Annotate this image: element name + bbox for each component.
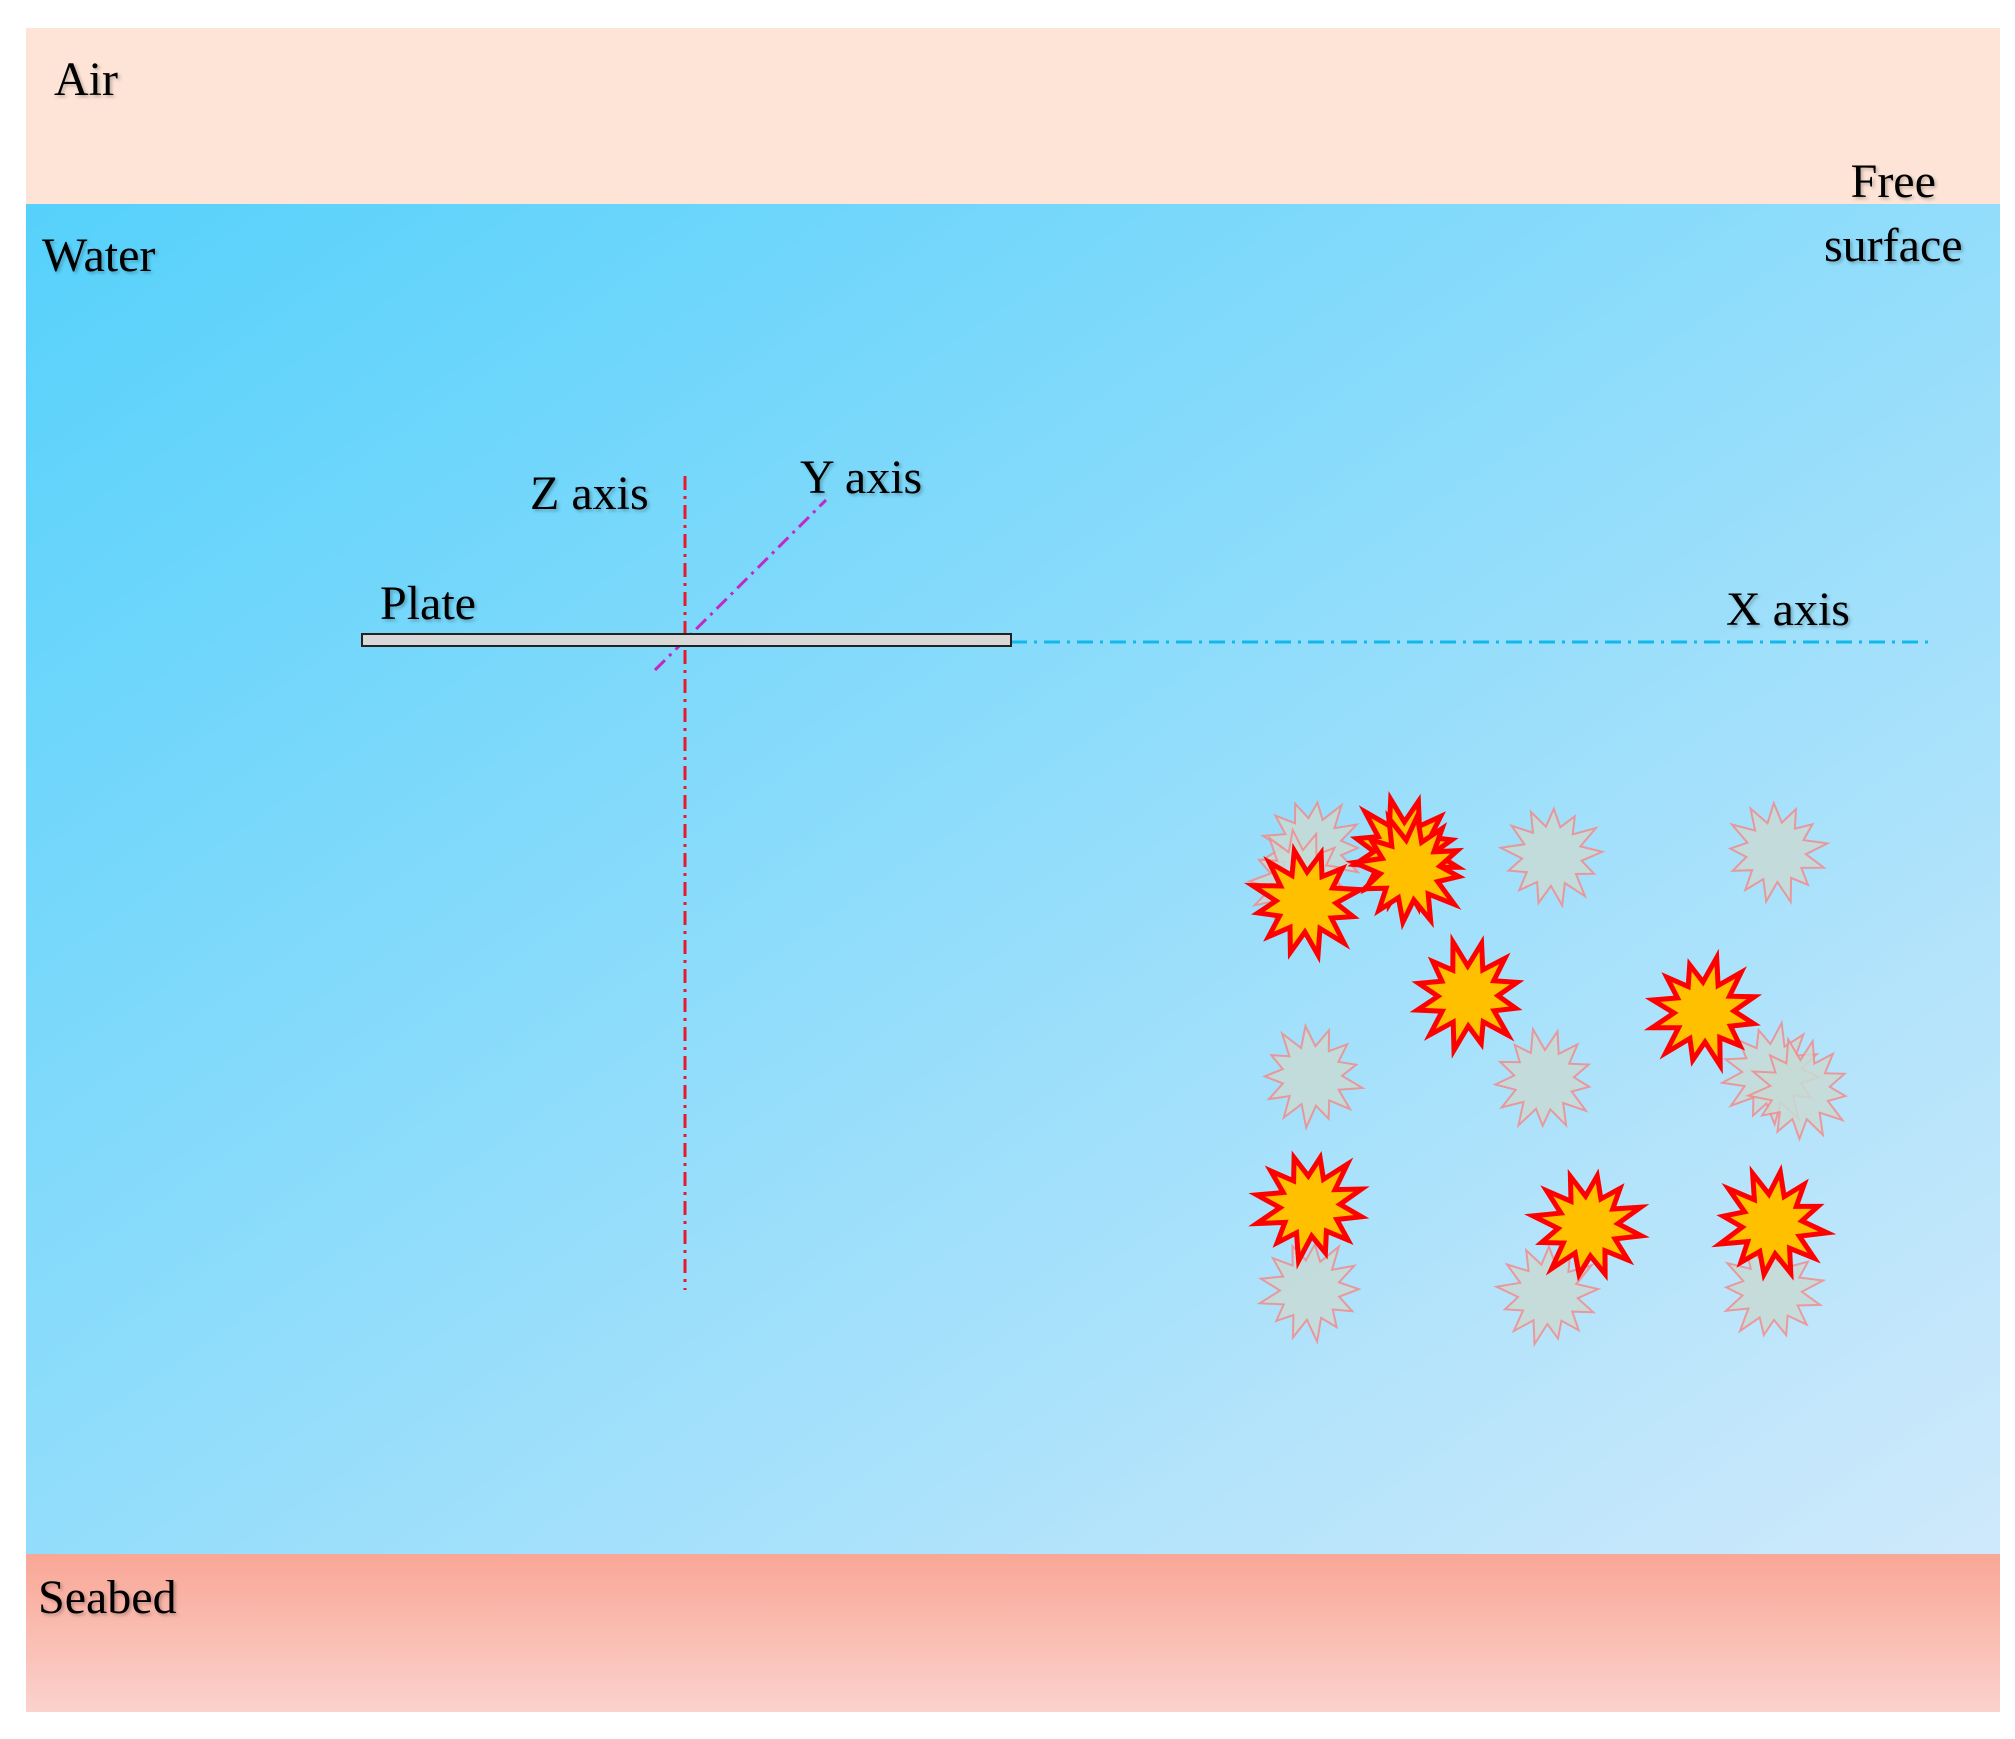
explosion-icon <box>1409 933 1525 1059</box>
x-axis-label: X axis <box>1726 583 1850 636</box>
explosion-icon <box>1345 807 1466 931</box>
explosion-icon <box>1711 1164 1837 1282</box>
ghost-explosion-icon <box>1256 1241 1362 1345</box>
free-surface-label-line1: Free <box>1850 155 1936 208</box>
explosion-icon <box>1643 948 1763 1075</box>
y-axis-label: Y axis <box>800 451 923 504</box>
explosions <box>1243 790 1837 1282</box>
air-layer <box>26 28 2000 204</box>
water-label: Water <box>42 229 156 282</box>
air-label: Air <box>54 53 118 106</box>
ghost-explosions <box>1246 800 1848 1348</box>
z-axis-label: Z axis <box>530 467 649 520</box>
ghost-explosion-icon <box>1497 805 1606 909</box>
free-surface-label: Free surface <box>1824 150 1963 278</box>
plate-label: Plate <box>380 577 476 630</box>
plate <box>361 633 1012 647</box>
ghost-explosion-icon <box>1744 1036 1848 1142</box>
seabed-layer <box>26 1554 2000 1712</box>
explosion-icon <box>1248 1150 1370 1270</box>
water-layer <box>26 204 2000 1554</box>
explosion-icon <box>1524 1168 1650 1282</box>
free-surface-label-line2: surface <box>1824 219 1963 272</box>
ghost-explosion-icon <box>1492 1025 1592 1129</box>
seabed-label: Seabed <box>38 1571 177 1624</box>
ghost-explosion-icon <box>1727 800 1831 906</box>
ghost-explosion-icon <box>1261 1022 1366 1132</box>
ghost-explosion-icon <box>1493 1243 1602 1348</box>
explosion-icon <box>1243 842 1370 964</box>
